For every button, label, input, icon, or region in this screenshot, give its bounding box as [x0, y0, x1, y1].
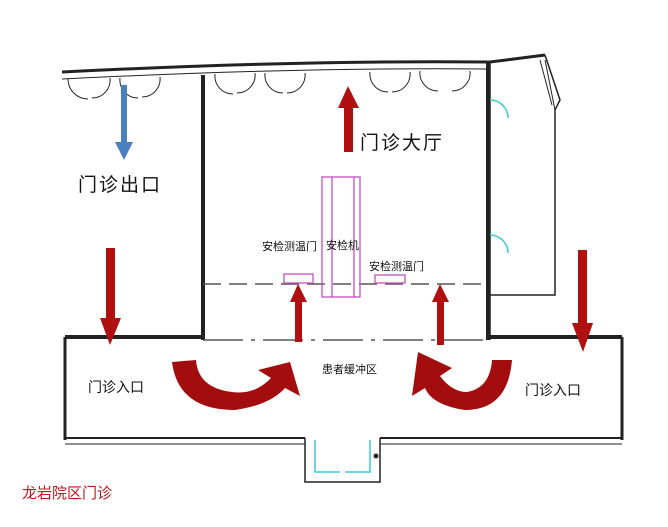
temperature-gate-right	[374, 274, 406, 284]
diagram-title: 龙岩院区门诊	[22, 484, 113, 502]
gate-right-label: 安检测温门	[369, 260, 424, 273]
lower-section-walls	[63, 335, 624, 483]
exit-arrow	[115, 85, 133, 160]
gate-left-label: 安检测温门	[262, 240, 317, 253]
inner-walls	[201, 62, 490, 341]
entrance-right-label: 门诊入口	[525, 383, 581, 399]
entrance-arrow-right	[572, 250, 593, 352]
curved-arrow-left	[172, 360, 300, 410]
right-building	[489, 54, 561, 340]
entrance-arrow-left	[100, 248, 121, 345]
hall-arrow	[338, 86, 359, 152]
top-facade-wall	[61, 53, 546, 100]
buffer-zone-label: 患者缓冲区	[322, 363, 377, 376]
exit-label: 门诊出口	[78, 174, 163, 196]
scanner-label: 安检机	[326, 239, 359, 252]
hall-label: 门诊大厅	[360, 132, 445, 154]
gate-arrow-left	[290, 284, 307, 342]
gate-arrow-right	[432, 284, 449, 345]
temperature-gate-left	[283, 273, 314, 284]
curved-arrow-right	[412, 352, 512, 410]
security-scanner	[321, 176, 361, 298]
entrance-left-label: 门诊入口	[88, 380, 144, 396]
